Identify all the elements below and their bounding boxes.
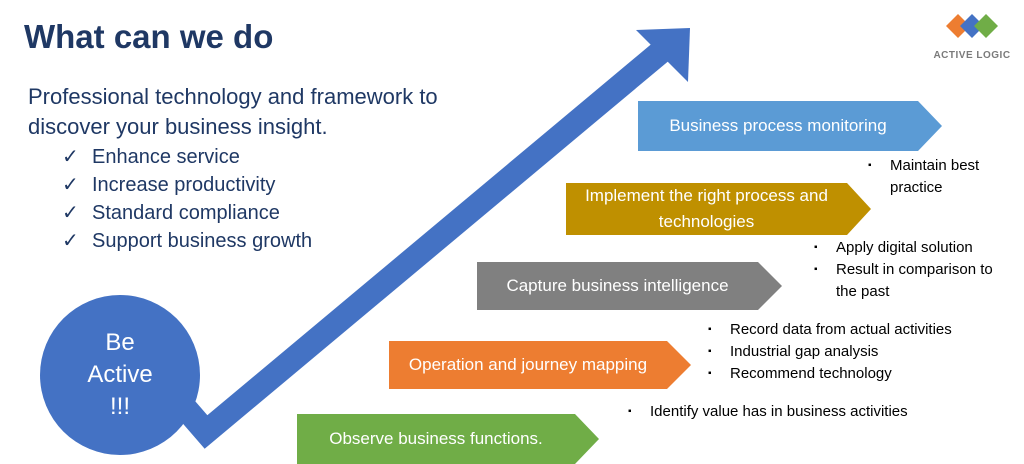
check-icon: ✓ [62, 174, 79, 196]
check-icon: ✓ [62, 202, 79, 224]
note-item: Recommend technology [708, 363, 998, 385]
step-capture-business-intelligence: Capture business intelligence [477, 262, 782, 310]
be-active-circle: Be Active !!! [40, 295, 200, 455]
benefit-item: ✓Enhance service [62, 143, 312, 171]
logo-icon [946, 14, 998, 38]
active-logic-logo: ACTIVE LOGIC [928, 6, 1016, 66]
check-icon: ✓ [62, 230, 79, 252]
benefit-item: ✓Standard compliance [62, 199, 312, 227]
step-implement-process: Implement the right process and technolo… [566, 183, 871, 235]
step-operation-journey-mapping: Operation and journey mapping [389, 341, 691, 389]
step-2-notes: Apply digital solution Result in compari… [814, 237, 1004, 303]
note-item: Identify value has in business activitie… [628, 401, 968, 423]
step-3-notes: Record data from actual activities Indus… [708, 319, 998, 385]
step-business-process-monitoring: Business process monitoring [638, 101, 942, 151]
note-item: Maintain best practice [868, 155, 1018, 199]
arrow-head [636, 28, 690, 82]
step-1-notes: Maintain best practice [868, 155, 1018, 199]
step-observe-business-functions: Observe business functions. [297, 414, 599, 464]
note-item: Result in comparison to the past [814, 259, 1004, 303]
check-icon: ✓ [62, 146, 79, 168]
note-item: Apply digital solution [814, 237, 1004, 259]
note-item: Record data from actual activities [708, 319, 998, 341]
intro-text: Professional technology and framework to… [28, 84, 438, 139]
circle-label: Be Active !!! [87, 329, 153, 420]
benefit-item: ✓Support business growth [62, 227, 312, 255]
note-item: Industrial gap analysis [708, 341, 998, 363]
logo-text: ACTIVE LOGIC [933, 50, 1011, 61]
benefits-list: ✓Enhance service ✓Increase productivity … [62, 143, 312, 255]
page-title: What can we do [24, 18, 274, 55]
step-4-notes: Identify value has in business activitie… [628, 401, 968, 423]
benefit-item: ✓Increase productivity [62, 171, 312, 199]
